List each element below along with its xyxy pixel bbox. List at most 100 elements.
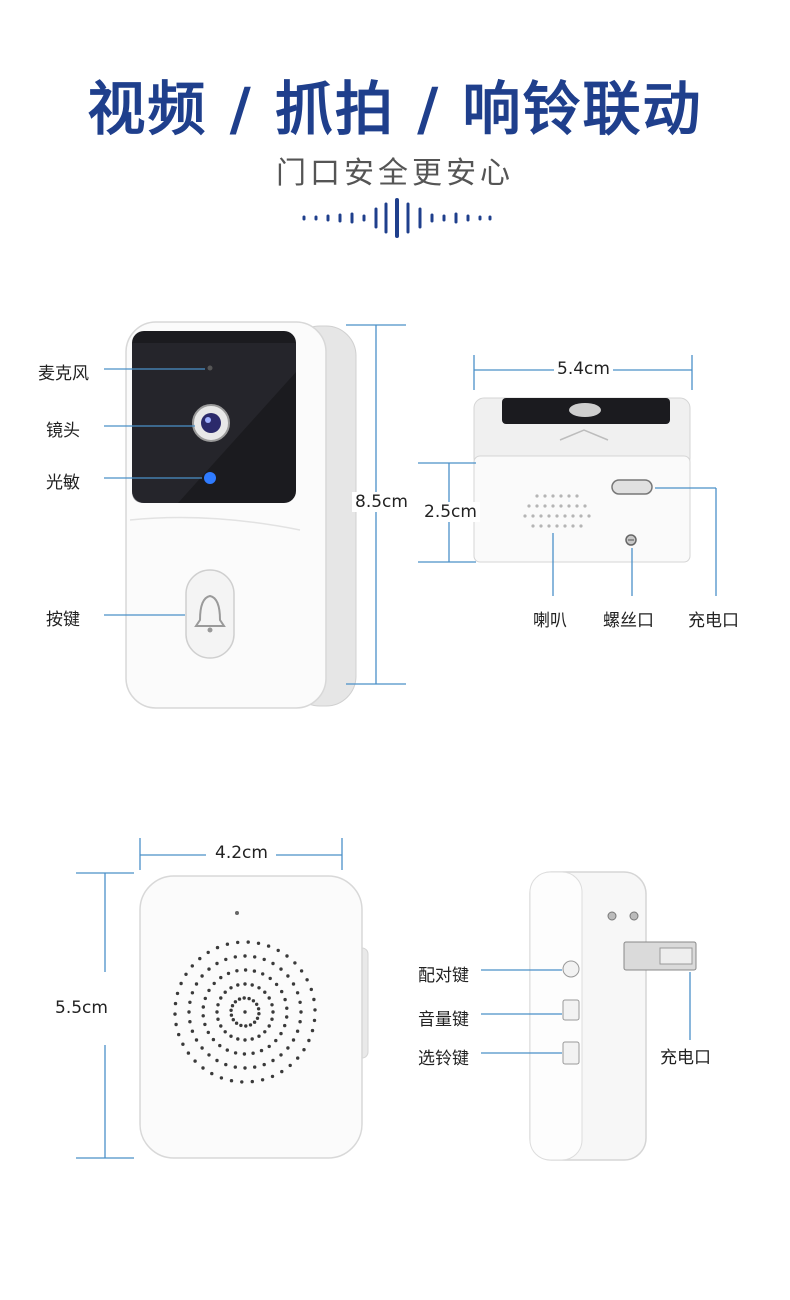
speaker-hole <box>224 957 228 962</box>
speaker-label: 喇叭 <box>533 611 567 631</box>
speaker-hole <box>243 968 248 972</box>
speaker-hole <box>243 1010 247 1014</box>
speaker-hole <box>251 1051 255 1055</box>
speaker-hole <box>181 1042 185 1046</box>
speaker-hole <box>175 991 180 996</box>
speaker-hole <box>296 1056 300 1060</box>
speaker-hole <box>235 969 239 973</box>
speaker-hole <box>270 1017 274 1021</box>
speaker-hole <box>215 1058 219 1063</box>
speaker-hole <box>216 1003 220 1007</box>
speaker-hole <box>226 971 231 976</box>
speaker-hole <box>242 1052 247 1056</box>
speaker-hole <box>286 1046 290 1050</box>
speaker-hole <box>268 976 272 981</box>
speaker-hole <box>225 1048 229 1052</box>
speaker-hole <box>188 1020 192 1024</box>
speaker-hole <box>312 997 316 1002</box>
receiver-height-dimension: 5.5cm <box>52 998 111 1018</box>
speaker-hole <box>203 1022 207 1027</box>
speaker-hole <box>256 941 261 945</box>
speaker-hole <box>188 1000 192 1004</box>
doorbell-bottom-image <box>473 397 691 563</box>
speaker-hole <box>206 1030 210 1035</box>
speaker-hole <box>223 990 227 994</box>
speaker-hole <box>229 986 233 990</box>
speaker-hole <box>252 969 257 973</box>
speaker-hole <box>279 1031 283 1036</box>
speaker-hole <box>248 1023 253 1027</box>
speaker-hole <box>298 1000 302 1004</box>
speaker-hole <box>271 961 275 966</box>
speaker-hole <box>252 1020 257 1024</box>
speaker-hole <box>250 983 254 987</box>
speaker-hole <box>291 982 296 986</box>
speaker-hole <box>212 981 216 986</box>
speaker-hole <box>177 1032 181 1037</box>
light-sensor-label: 光敏 <box>46 473 80 493</box>
speaker-hole <box>295 991 300 995</box>
speaker-hole <box>231 1018 235 1022</box>
speaker-hole <box>259 1048 264 1053</box>
speaker-hole <box>219 996 223 1000</box>
speaker-hole <box>286 974 290 978</box>
speaker-hole <box>255 1016 260 1020</box>
speaker-hole <box>312 1018 317 1023</box>
screw-hole-label: 螺丝口 <box>603 611 654 631</box>
speaker-hole <box>261 972 265 976</box>
speaker-hole <box>260 1078 265 1082</box>
speaker-hole <box>201 1066 205 1070</box>
speaker-hole <box>293 961 297 965</box>
doorbell-width-dimension: 5.4cm <box>554 359 613 379</box>
speaker-hole <box>295 1029 300 1033</box>
speaker-hole <box>250 1079 254 1084</box>
speaker-hole <box>200 974 204 978</box>
bell-icon <box>194 594 226 627</box>
speaker-hole <box>219 975 223 980</box>
speaker-hole <box>219 1076 224 1080</box>
speaker-hole <box>173 1012 177 1016</box>
speaker-hole <box>229 1034 233 1038</box>
speaker-hole <box>233 955 237 959</box>
speaker-hole <box>174 1022 178 1027</box>
speaker-hole <box>173 1001 178 1006</box>
charge-port-label: 充电口 <box>688 611 739 631</box>
speaker-hole <box>223 1030 227 1034</box>
speaker-hole <box>243 982 247 986</box>
speaker-hole <box>276 948 280 953</box>
receiver-width-dimension: 4.2cm <box>212 843 271 863</box>
speaker-hole <box>280 989 284 994</box>
speaker-hole <box>279 967 283 971</box>
speaker-hole <box>310 1028 315 1033</box>
speaker-hole <box>230 1004 235 1008</box>
lens-label: 镜头 <box>46 421 80 441</box>
speaker-hole <box>250 1037 254 1041</box>
speaker-hole <box>291 1038 296 1042</box>
speaker-hole <box>240 1080 244 1084</box>
speaker-hole <box>270 1003 274 1007</box>
speaker-hole <box>236 983 240 987</box>
speaker-hole <box>198 956 202 961</box>
speaker-hole <box>219 1024 223 1028</box>
receiver-front-image <box>139 875 369 1159</box>
speaker-hole <box>229 1079 234 1083</box>
speaker-hole <box>194 982 199 986</box>
speaker-hole <box>207 967 211 971</box>
button-label: 按键 <box>46 610 80 630</box>
speaker-hole <box>283 1023 287 1028</box>
speaker-hole <box>236 1037 240 1041</box>
speaker-hole <box>244 1024 248 1028</box>
speaker-hole <box>187 1010 191 1014</box>
speaker-hole <box>206 950 210 955</box>
speaker-hole <box>211 1037 216 1042</box>
doorbell-depth-dimension: 2.5cm <box>421 502 480 522</box>
speaker-hole <box>302 1048 306 1052</box>
speaker-hole <box>233 1051 238 1055</box>
speaker-hole <box>190 1029 195 1033</box>
page-title: 视频 / 抓拍 / 响铃联动 <box>87 75 703 143</box>
speaker-hole <box>233 1000 238 1004</box>
speaker-hole <box>194 1038 199 1042</box>
speaker-hole <box>236 940 240 945</box>
ringtone-key-label: 选铃键 <box>418 1049 469 1069</box>
speaker-hole <box>239 1023 243 1028</box>
